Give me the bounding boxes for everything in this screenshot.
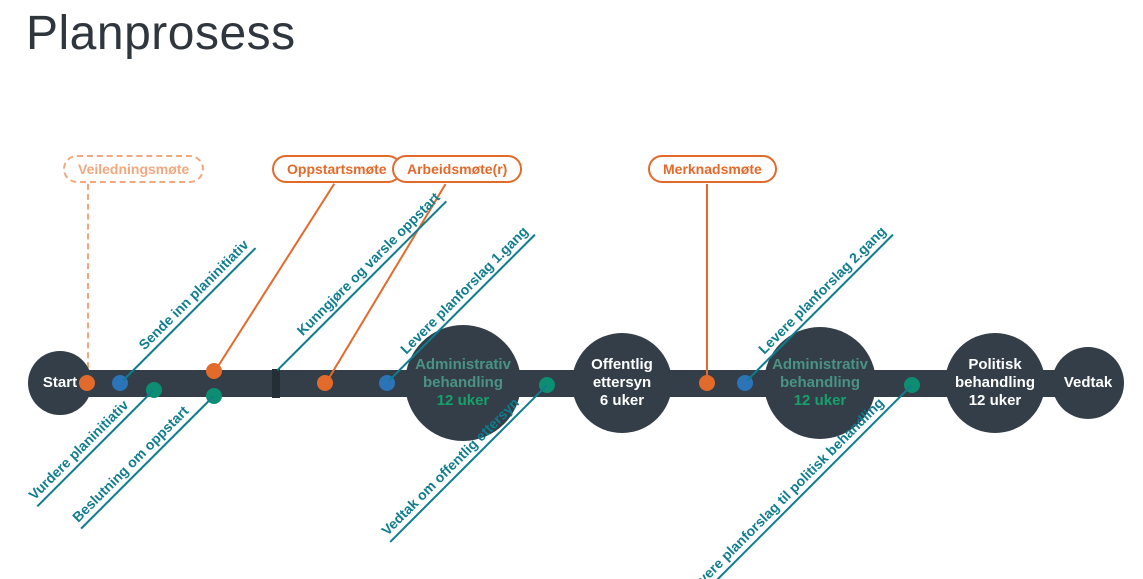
milestone-text: Beslutning om oppstart <box>67 401 196 530</box>
stage-administrativ-behandling-2: Administrativ behandling 12 uker <box>764 327 876 439</box>
stage-politisk-line1: Politisk <box>968 356 1022 373</box>
stage-vedtak: Vedtak <box>1052 347 1124 419</box>
label-veiledningsmote: Veiledningsmøte <box>63 155 205 183</box>
dot-vedtak-ettersyn <box>539 377 555 393</box>
page-title: Planprosess <box>26 7 296 60</box>
label-merknadsmote: Merknadsmøte <box>648 155 777 183</box>
dot-vurdere <box>146 382 162 398</box>
stage-politisk-behandling: Politisk behandling 12 uker <box>945 333 1045 433</box>
milestone-text: Sende inn planinitiativ <box>133 234 256 357</box>
milestone-beslutning: Beslutning om oppstart <box>67 382 214 530</box>
timeline-notch <box>272 369 280 398</box>
label-oppstartsmote: Oppstartsmøte <box>272 155 402 183</box>
dot-veiledningsmote <box>79 375 95 391</box>
stage-admin2-line2: behandling <box>780 374 860 391</box>
stage-offentlig-duration: 6 uker <box>599 392 645 409</box>
stage-admin1-line1: Administrativ <box>415 356 511 373</box>
dot-levere-2 <box>737 375 753 391</box>
stage-offentlig-ettersyn: Offentlig ettersyn 6 uker <box>572 333 672 433</box>
connector-oppstartsmote <box>214 183 336 372</box>
milestone-sende-inn: Sende inn planinitiativ <box>109 234 256 381</box>
stage-admin2-duration: 12 uker <box>793 392 847 409</box>
dot-merknadsmote <box>699 375 715 391</box>
stage-offentlig-line1: Offentlig <box>591 356 653 373</box>
dot-arbeidsmote <box>317 375 333 391</box>
dot-sende-inn <box>112 375 128 391</box>
stage-politisk-duration: 12 uker <box>968 392 1022 409</box>
stage-offentlig-line2: ettersyn <box>592 374 652 391</box>
stage-start-label: Start <box>42 374 78 391</box>
stage-administrativ-behandling-1: Administrativ behandling 12 uker <box>405 325 521 441</box>
dot-levere-politisk <box>904 377 920 393</box>
dot-levere-1 <box>379 375 395 391</box>
label-arbeidsmote: Arbeidsmøte(r) <box>392 155 523 183</box>
stage-admin2-line1: Administrativ <box>772 356 868 373</box>
dot-beslutning <box>206 388 222 404</box>
stage-admin1-duration: 12 uker <box>436 392 490 409</box>
stage-vedtak-label: Vedtak <box>1063 374 1113 391</box>
connector-veiledningsmote <box>87 184 89 378</box>
stage-admin1-line2: behandling <box>423 374 503 391</box>
stage-politisk-line2: behandling <box>955 374 1035 391</box>
dot-oppstartsmote <box>206 363 222 379</box>
connector-merknadsmote <box>706 184 708 378</box>
